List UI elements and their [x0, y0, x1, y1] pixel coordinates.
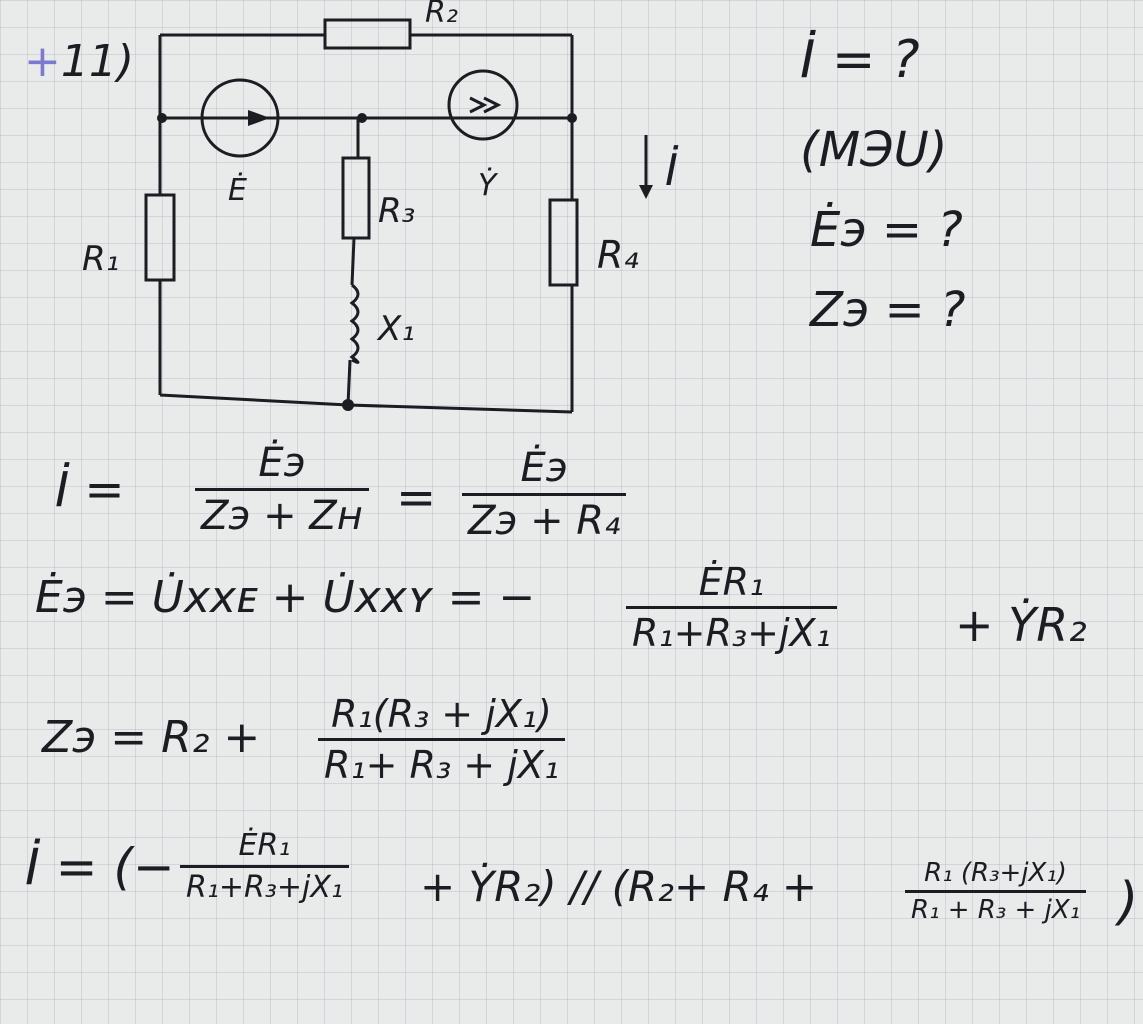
given-line-4: Zэ = ? — [810, 282, 966, 338]
eq3-fraction: R₁(R₃ + jX₁) R₁+ R₃ + jX₁ — [318, 692, 566, 787]
current-source-j — [447, 69, 519, 141]
eq3-lhs: Zэ = R₂ + — [42, 712, 261, 763]
eq2-fraction: ĖR₁ R₁+R₃+jX₁ — [626, 560, 837, 655]
eq1-fraction-2: Ėэ Zэ + R₄ — [462, 445, 627, 544]
circuit-diagram: R₂ R₁ R₃ R₄ X₁ Ė Ẏ İ — [82, 0, 679, 414]
resistor-r2 — [323, 18, 412, 50]
inductor-x1 — [349, 283, 360, 364]
label-x1: X₁ — [376, 309, 415, 349]
eq1-lhs: İ = — [55, 462, 125, 518]
eq4-fraction-1: ĖR₁ R₁+R₃+jX₁ — [180, 828, 349, 905]
problem-marker: + — [24, 36, 61, 87]
voltage-source-e — [200, 78, 280, 158]
eq4-mid: + ẎR₂) // (R₂+ R₄ + — [420, 862, 818, 911]
problem-number: +11) — [24, 36, 135, 87]
label-j: Ẏ — [478, 167, 499, 203]
eq4-fraction-2: R₁ (R₃+jX₁) R₁ + R₃ + jX₁ — [905, 858, 1087, 925]
eq4-close: ) — [1118, 872, 1139, 932]
label-e: Ė — [228, 172, 247, 208]
eq1-mid: = — [396, 470, 437, 526]
eq1-fraction-1: Ėэ Zэ + Zн — [195, 440, 369, 539]
label-r2: R₂ — [425, 0, 458, 30]
resistor-r4 — [548, 198, 579, 287]
resistor-r3 — [341, 156, 371, 240]
label-r3: R₃ — [378, 191, 415, 231]
resistor-r1 — [144, 193, 176, 282]
given-line-2: (MЭU) — [800, 122, 948, 178]
label-r4: R₄ — [597, 233, 639, 277]
eq2-lhs: Ėэ = U̇xxᴇ + U̇xxʏ = − — [35, 572, 536, 623]
eq2-tail: + ẎR₂ — [955, 598, 1087, 652]
eq4-lhs: İ = (− — [25, 838, 175, 896]
label-r1: R₁ — [82, 239, 119, 279]
label-i: İ — [665, 144, 679, 196]
given-line-3: Ėэ = ? — [810, 202, 963, 258]
given-line-1: İ = ? — [800, 30, 920, 90]
